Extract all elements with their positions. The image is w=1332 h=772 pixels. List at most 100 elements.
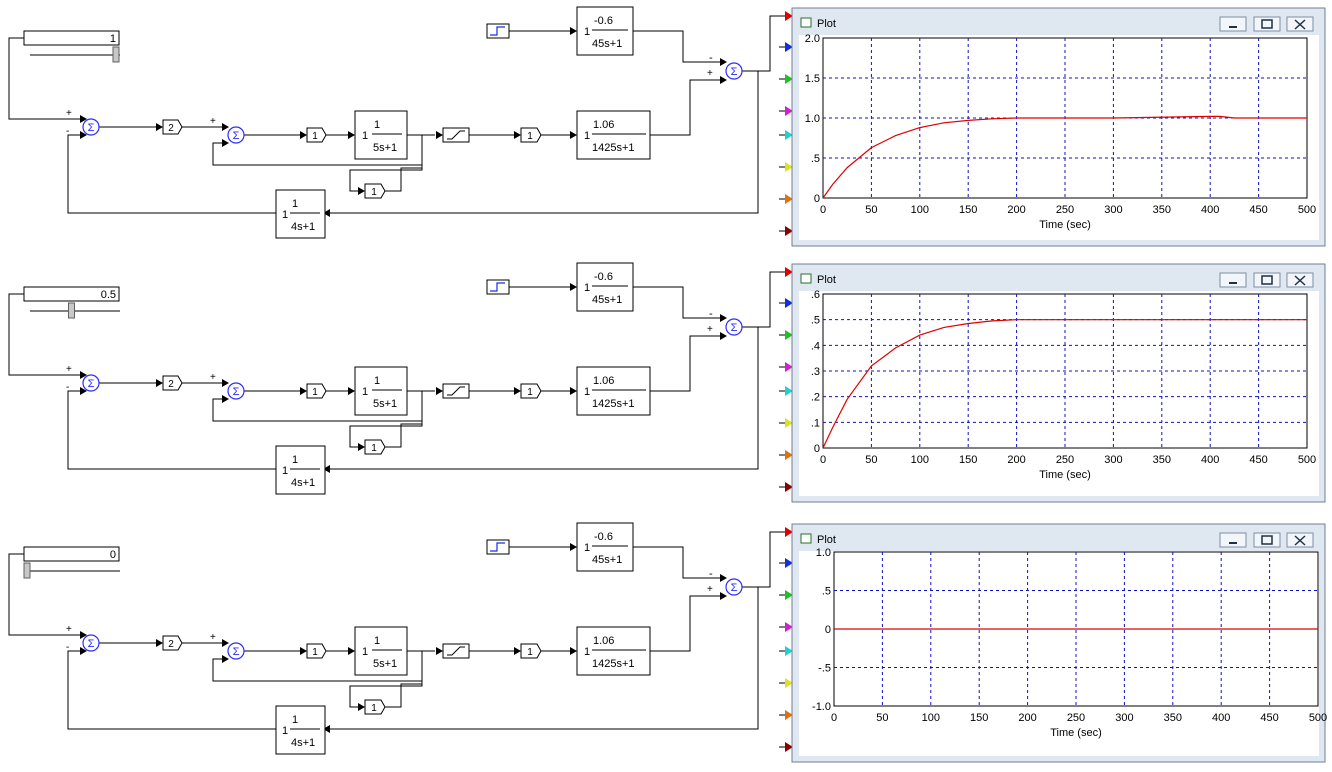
close-button[interactable] [1286, 532, 1314, 548]
process-transfer-function[interactable]: 1 1.06 1425s+1 [576, 366, 651, 416]
gain-block-a[interactable]: 1 [306, 383, 327, 399]
output-port-marker[interactable] [785, 162, 793, 172]
step-source-block[interactable] [486, 539, 510, 555]
output-port-marker[interactable] [785, 11, 793, 21]
output-port-marker[interactable] [785, 74, 793, 84]
output-port-marker[interactable] [785, 710, 793, 720]
disturbance-transfer-function[interactable]: 1 -0.6 45s+1 [576, 6, 634, 56]
sum-junction-2[interactable]: Σ + - [210, 372, 245, 405]
wire-sum3-to-output [742, 531, 785, 588]
sensor-transfer-function[interactable]: 1 1 4s+1 [275, 189, 326, 239]
step-icon [490, 26, 505, 36]
process-transfer-function[interactable]: 1 1.06 1425s+1 [576, 626, 651, 676]
output-port-marker[interactable] [785, 106, 793, 116]
output-port-marker[interactable] [785, 362, 793, 372]
output-port-marker[interactable] [785, 482, 793, 492]
output-port-marker[interactable] [785, 742, 793, 752]
gain-block-b[interactable]: 1 [520, 383, 542, 399]
output-port-marker[interactable] [785, 194, 793, 204]
feedback-gain-value: 1 [371, 443, 377, 454]
plant-transfer-function[interactable]: 1 1 5s+1 [354, 626, 408, 676]
maximize-button[interactable] [1253, 16, 1281, 32]
sensor-transfer-function[interactable]: 1 1 4s+1 [275, 445, 326, 495]
output-port-marker[interactable] [785, 678, 793, 688]
sum-junction-3[interactable]: Σ - + [707, 568, 743, 596]
sensor-transfer-function[interactable]: 1 1 4s+1 [275, 705, 326, 755]
saturation-block[interactable] [442, 127, 470, 143]
reference-slider[interactable]: 0.5 [23, 286, 120, 319]
feedback-gain-block[interactable]: 1 [364, 183, 386, 199]
sum-junction-1[interactable]: Σ + - [66, 364, 100, 393]
output-port-marker[interactable] [785, 527, 793, 537]
saturation-block[interactable] [442, 383, 470, 399]
slider-thumb[interactable] [68, 302, 75, 319]
slider-thumb[interactable] [112, 46, 120, 63]
wire-output-to-sensor [330, 327, 759, 470]
slider-value-box[interactable] [23, 30, 120, 46]
output-port-marker[interactable] [785, 646, 793, 656]
disturbance-transfer-function[interactable]: 1 -0.6 45s+1 [576, 522, 634, 572]
output-port-marker[interactable] [785, 130, 793, 140]
reference-gain-block[interactable]: 2 [162, 119, 183, 135]
step-source-block[interactable] [486, 23, 510, 39]
minimize-button[interactable] [1219, 532, 1247, 548]
sum-junction-2[interactable]: Σ + - [210, 116, 245, 149]
feedback-gain-block[interactable]: 1 [364, 439, 386, 455]
gain-block-b[interactable]: 1 [520, 127, 542, 143]
reference-gain-block[interactable]: 2 [162, 375, 183, 391]
gain-block-a[interactable]: 1 [306, 127, 327, 143]
output-port-marker[interactable] [785, 42, 793, 52]
wire-process-to-sum3 [650, 595, 720, 652]
output-port-marker[interactable] [785, 450, 793, 460]
sum1-minus-sign: - [66, 642, 69, 653]
output-port-marker[interactable] [785, 590, 793, 600]
output-port-marker[interactable] [785, 267, 793, 277]
sum-junction-2[interactable]: Σ + - [210, 632, 245, 665]
output-port-marker[interactable] [785, 298, 793, 308]
close-button[interactable] [1286, 16, 1314, 32]
sum-junction-1[interactable]: Σ + - [66, 624, 100, 653]
close-button[interactable] [1286, 272, 1314, 288]
sum3-minus-sign: - [709, 568, 713, 580]
gain-block-b[interactable]: 1 [520, 643, 542, 659]
reference-slider[interactable]: 1 [23, 30, 120, 63]
saturation-icon [447, 130, 465, 140]
gain-block-a[interactable]: 1 [306, 643, 327, 659]
plant-transfer-function[interactable]: 1 1 5s+1 [354, 110, 408, 160]
saturation-block[interactable] [442, 643, 470, 659]
plant-gain: 1 [362, 646, 368, 658]
sum-junction-3[interactable]: Σ - + [707, 308, 743, 336]
disturbance-transfer-function[interactable]: 1 -0.6 45s+1 [576, 262, 634, 312]
x-tick-label: 200 [1007, 204, 1025, 216]
output-port-marker[interactable] [785, 226, 793, 236]
sum-junction-3[interactable]: Σ - + [707, 52, 743, 80]
minimize-button[interactable] [1219, 16, 1247, 32]
process-transfer-function[interactable]: 1 1.06 1425s+1 [576, 110, 651, 160]
output-port-marker[interactable] [785, 622, 793, 632]
output-port-marker[interactable] [785, 418, 793, 428]
slider-thumb[interactable] [23, 562, 31, 579]
x-tick-label: 300 [1104, 454, 1122, 466]
feedback-gain-block[interactable]: 1 [364, 699, 386, 715]
output-port-marker[interactable] [785, 330, 793, 340]
reference-gain-value: 2 [168, 123, 174, 134]
maximize-button[interactable] [1253, 532, 1281, 548]
sum2-plus-sign: + [210, 116, 216, 127]
output-port-marker[interactable] [785, 386, 793, 396]
response-line [822, 115, 1307, 199]
sum-junction-1[interactable]: Σ + - [66, 108, 100, 137]
step-source-block[interactable] [486, 279, 510, 295]
reference-gain-block[interactable]: 2 [162, 635, 183, 651]
minimize-button[interactable] [1219, 272, 1247, 288]
reference-slider[interactable]: 0 [23, 546, 120, 579]
maximize-button[interactable] [1253, 272, 1281, 288]
gain-a-value: 1 [312, 647, 318, 658]
wire-sensor-to-sum1 [67, 650, 276, 730]
slider-value-box[interactable] [23, 546, 120, 562]
plant-transfer-function[interactable]: 1 1 5s+1 [354, 366, 408, 416]
disturbance-numerator: -0.6 [594, 271, 613, 283]
output-port-marker[interactable] [785, 558, 793, 568]
